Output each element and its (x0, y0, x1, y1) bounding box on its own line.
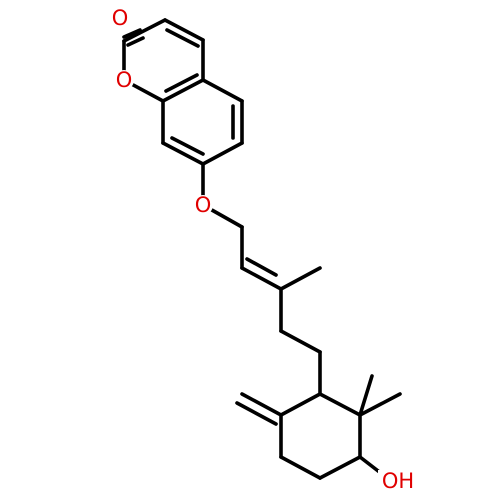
bond-r4-r5 (279, 455, 322, 480)
ring-oxygen-bg (114, 70, 134, 90)
bond-c6-c7 (201, 141, 244, 166)
coumarin-core (122, 18, 244, 166)
bond-c8a-c4a (161, 78, 205, 103)
bond-c2-carbonyl-o-double (126, 36, 145, 47)
bond-c3-c4 (163, 18, 205, 42)
ring-oxygen-label: O (116, 68, 133, 92)
hydroxyl-bg (378, 470, 414, 492)
bond-exo-methylene (240, 392, 283, 417)
bond-c4a-c5 (201, 78, 244, 103)
bond-gem-methyl-2 (358, 392, 402, 417)
bond-c3-c4-double (165, 28, 200, 48)
bond-exo-methylene-double (235, 401, 278, 426)
bond-r6-r1 (279, 392, 322, 417)
bond-ch-c-methyl-double (245, 257, 278, 277)
bond-c7-c8-double (170, 136, 205, 156)
bond-r1-r2 (318, 392, 362, 417)
ether-oxygen-label: O (195, 193, 212, 217)
bond-gem-methyl-1 (358, 374, 374, 417)
hydroxyl-label: OH (382, 469, 414, 493)
bond-c2-c3 (122, 18, 167, 43)
bond-c7-c8 (161, 141, 205, 166)
bond-ch2a-ch2b (279, 329, 322, 354)
side-chain (201, 162, 322, 396)
bond-ch-c-methyl (240, 266, 283, 291)
bond-r3-r4 (318, 455, 362, 480)
carbonyl-oxygen-label: O (112, 6, 129, 30)
atom-labels: O O O OH (112, 6, 414, 493)
bond-c2-carbonyl-o (122, 28, 142, 39)
bond-methyl (279, 266, 322, 291)
bond-c8a-c4a-double (164, 73, 199, 93)
ether-oxygen-bg (193, 195, 213, 215)
